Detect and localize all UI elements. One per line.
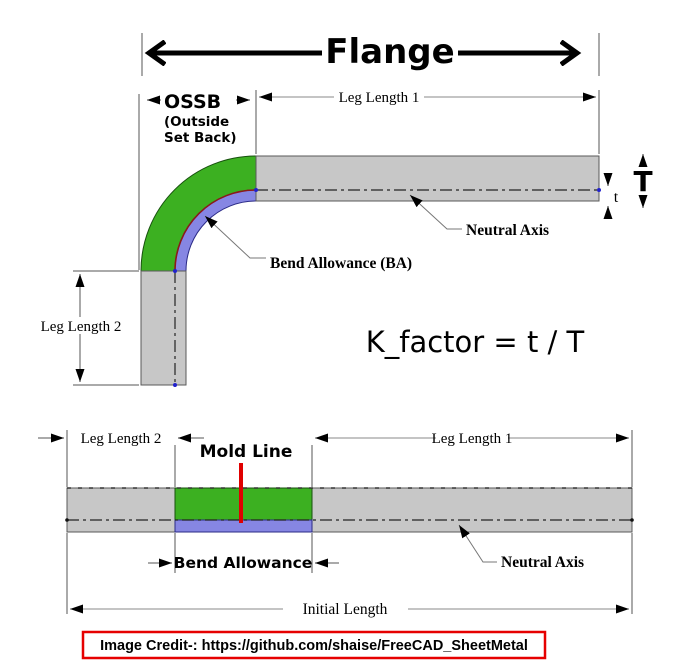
leg1-label: Leg Length 1 [339,90,420,106]
sheet-horizontal-leg [255,155,600,202]
credit-box [81,630,547,660]
flat-neutral-end-dot [630,518,634,522]
flat-leg1-label: Leg Length 1 [432,431,513,447]
ossb-sub-line1: (Outside [164,114,229,130]
neutral-node-dot [597,188,601,192]
flat-neutral-axis-leader [458,524,497,563]
kfactor-formula: K_factor = t / T [366,325,585,359]
initial-length-label: Initial Length [303,601,388,618]
flat-neutral-end-dot [65,518,69,522]
neutral-node-dot [254,188,258,192]
neutral-node-dot [173,383,177,387]
credit-text: Image Credit-: https://github.com/shaise… [100,638,528,654]
neutral-axis-leader [409,194,462,230]
sheet-vertical-leg [140,270,187,386]
flat-ba-label: Bend Allowance [174,554,313,572]
flat-leg2-label: Leg Length 2 [81,431,162,447]
flat-bend-purple-region [174,519,313,533]
mold-line-label: Mold Line [200,442,293,462]
flange-label: Flange [325,32,454,72]
bend-allowance-leader [204,215,266,259]
neutral-node-dot [173,269,177,273]
flat-neutral-axis-label: Neutral Axis [501,554,584,571]
flat-sheet-strip [66,487,633,533]
ossb-label: OSSB [164,91,221,113]
leg2-label-backing [38,317,124,334]
flat-bend-green-region [174,487,313,521]
neutral-axis-label: Neutral Axis [466,222,549,239]
bend-allowance-label: Bend Allowance (BA) [270,255,412,272]
ossb-sub-line2: Set Back) [164,130,237,146]
neutral-axis-arc [174,189,257,272]
leg2-label: Leg Length 2 [41,319,122,335]
thickness-t-label: t [614,189,619,206]
thickness-T-label: T [633,165,652,198]
